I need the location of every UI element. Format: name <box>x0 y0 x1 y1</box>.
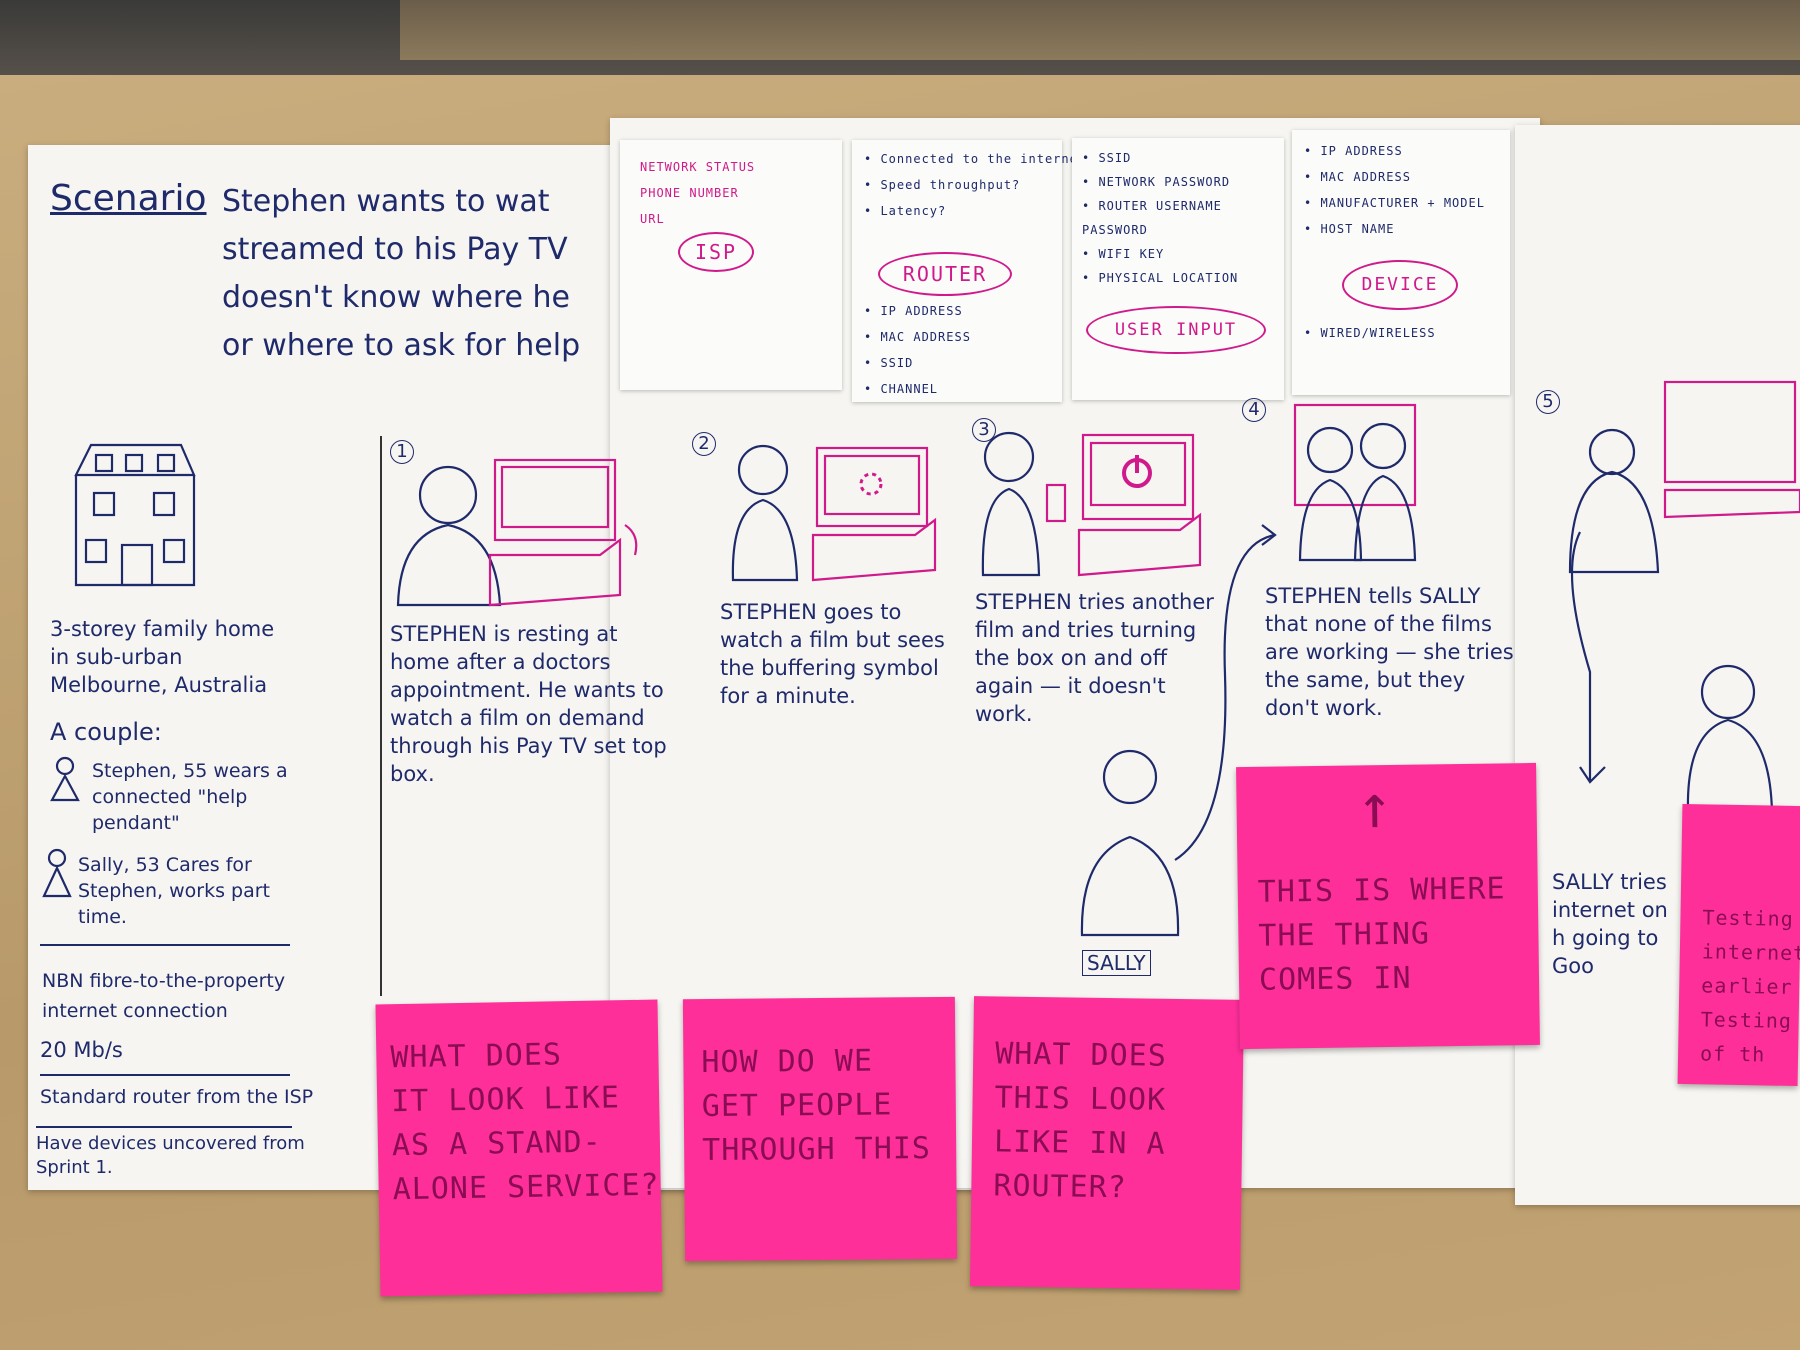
sally-sketch <box>1080 749 1180 937</box>
stephen-stick-icon <box>50 756 80 802</box>
router-oval: ROUTER <box>878 252 1012 296</box>
scenario-text: Stephen wants to wat streamed to his Pay… <box>222 178 580 370</box>
device-item-manufacturer: • MANUFACTURER + MODEL <box>1304 196 1485 210</box>
device-item-mac: • MAC ADDRESS <box>1304 170 1411 184</box>
device-oval: DEVICE <box>1342 260 1458 310</box>
step-3-sketch <box>981 431 1202 577</box>
step-number-3: 3 <box>972 418 996 442</box>
scenario-line-4: or where to ask for help <box>222 328 581 363</box>
user-input-item-router-username: • ROUTER USERNAME <box>1082 199 1222 213</box>
step-number-2: 2 <box>692 432 716 456</box>
router-item-channel: • CHANNEL <box>864 382 939 396</box>
divider <box>40 1074 290 1076</box>
sticky-where-thing-comes-in: ↑ THIS IS WHERE THE THING COMES IN <box>1236 762 1540 1050</box>
sticky-in-a-router: WHAT DOES THIS LOOK LIKE IN A ROUTER? <box>969 996 1245 1290</box>
isp-oval: ISP <box>678 232 754 272</box>
scenario-line-2: streamed to his Pay TV <box>222 232 568 267</box>
user-input-item-ssid: • SSID <box>1082 151 1132 165</box>
persona-stephen: Stephen, 55 wears a connected "help pend… <box>92 760 288 834</box>
user-input-item-network-password: • NETWORK PASSWORD <box>1082 175 1231 189</box>
step-3-caption: STEPHEN tries another film and tries tur… <box>975 590 1214 726</box>
sticky-standalone-service: WHAT DOES IT LOOK LIKE AS A STAND- ALONE… <box>375 999 663 1297</box>
step-1-sketch <box>396 458 638 607</box>
sticky-arrow-up-icon: ↑ <box>1356 771 1395 843</box>
divider <box>36 1126 292 1128</box>
router-item-speed: • Speed throughput? <box>864 178 1021 192</box>
step-4-caption: STEPHEN tells SALLY that none of the fil… <box>1265 584 1514 720</box>
scenario-line-3: doesn't know where he <box>222 280 571 315</box>
step-1-caption: STEPHEN is resting at home after a docto… <box>390 622 667 786</box>
user-input-item-wifi-key: • WIFI KEY <box>1082 247 1165 261</box>
isp-item-phone-number: PHONE NUMBER <box>640 186 739 200</box>
step-5-caption: SALLY tries internet on h going to Goo <box>1552 870 1668 978</box>
persona-connection: NBN fibre-to-the-property internet conne… <box>42 970 286 1022</box>
storyboard-divider <box>380 436 382 996</box>
sticky-testing-internet: Testing internet earlier Testing of th <box>1677 803 1800 1087</box>
step-2-caption: STEPHEN goes to watch a film but sees th… <box>720 600 945 708</box>
user-input-item-physical-location: • PHYSICAL LOCATION <box>1082 271 1239 285</box>
step-number-4: 4 <box>1242 398 1266 422</box>
curved-arrow <box>1174 524 1277 861</box>
sticky-standalone-text: WHAT DOES IT LOOK LIKE AS A STAND- ALONE… <box>390 1037 660 1208</box>
router-item-ip: • IP ADDRESS <box>864 304 963 318</box>
step-2-sketch <box>731 444 937 582</box>
isp-item-network-status: NETWORK STATUS <box>640 160 756 174</box>
scenario-label: Scenario <box>50 178 207 219</box>
device-item-ip: • IP ADDRESS <box>1304 144 1403 158</box>
scenario-line-1: Stephen wants to wat <box>222 184 550 219</box>
step-number-5: 5 <box>1536 390 1560 414</box>
device-item-wired-wireless: • WIRED/WIRELESS <box>1304 326 1436 340</box>
step-5-sketch <box>1568 380 1800 812</box>
persona-sally: Sally, 53 Cares for Stephen, works part … <box>78 854 270 928</box>
step-number-1: 1 <box>390 440 414 464</box>
router-item-latency: • Latency? <box>864 204 947 218</box>
device-item-host-name: • HOST NAME <box>1304 222 1395 236</box>
persona-speed: 20 Mb/s <box>40 1038 123 1062</box>
persona-devices: Have devices uncovered from Sprint 1. <box>36 1133 305 1178</box>
persona-couple-label: A couple: <box>50 718 162 746</box>
sally-stick-icon <box>42 848 72 898</box>
isp-card: NETWORK STATUS PHONE NUMBER URL ISP <box>620 140 842 390</box>
step-4-sketch <box>1293 403 1417 562</box>
device-card: • IP ADDRESS • MAC ADDRESS • MANUFACTURE… <box>1292 130 1510 395</box>
sticky-testing-text: Testing internet earlier Testing of th <box>1699 905 1800 1067</box>
user-input-card: • SSID • NETWORK PASSWORD • ROUTER USERN… <box>1072 138 1284 400</box>
router-item-ssid: • SSID <box>864 356 914 370</box>
router-card: • Connected to the internet? • Speed thr… <box>852 140 1093 402</box>
background-shelf <box>400 0 1800 60</box>
user-input-oval: USER INPUT <box>1086 306 1266 354</box>
house-sketch <box>74 443 196 587</box>
router-item-mac: • MAC ADDRESS <box>864 330 971 344</box>
isp-item-url: URL <box>640 212 665 226</box>
divider <box>40 944 290 946</box>
router-item-connected: • Connected to the internet? <box>864 152 1095 166</box>
persona-router: Standard router from the ISP <box>40 1086 314 1108</box>
sally-label: SALLY <box>1082 950 1151 976</box>
user-input-item-password: PASSWORD <box>1082 223 1148 237</box>
sticky-get-people-text: HOW DO WE GET PEOPLE THROUGH THIS <box>701 1043 932 1169</box>
sticky-get-people-through: HOW DO WE GET PEOPLE THROUGH THIS <box>682 996 958 1262</box>
persona-home: 3-storey family home in sub-urban Melbou… <box>50 617 275 697</box>
sticky-router-text: WHAT DOES THIS LOOK LIKE IN A ROUTER? <box>993 1036 1168 1206</box>
